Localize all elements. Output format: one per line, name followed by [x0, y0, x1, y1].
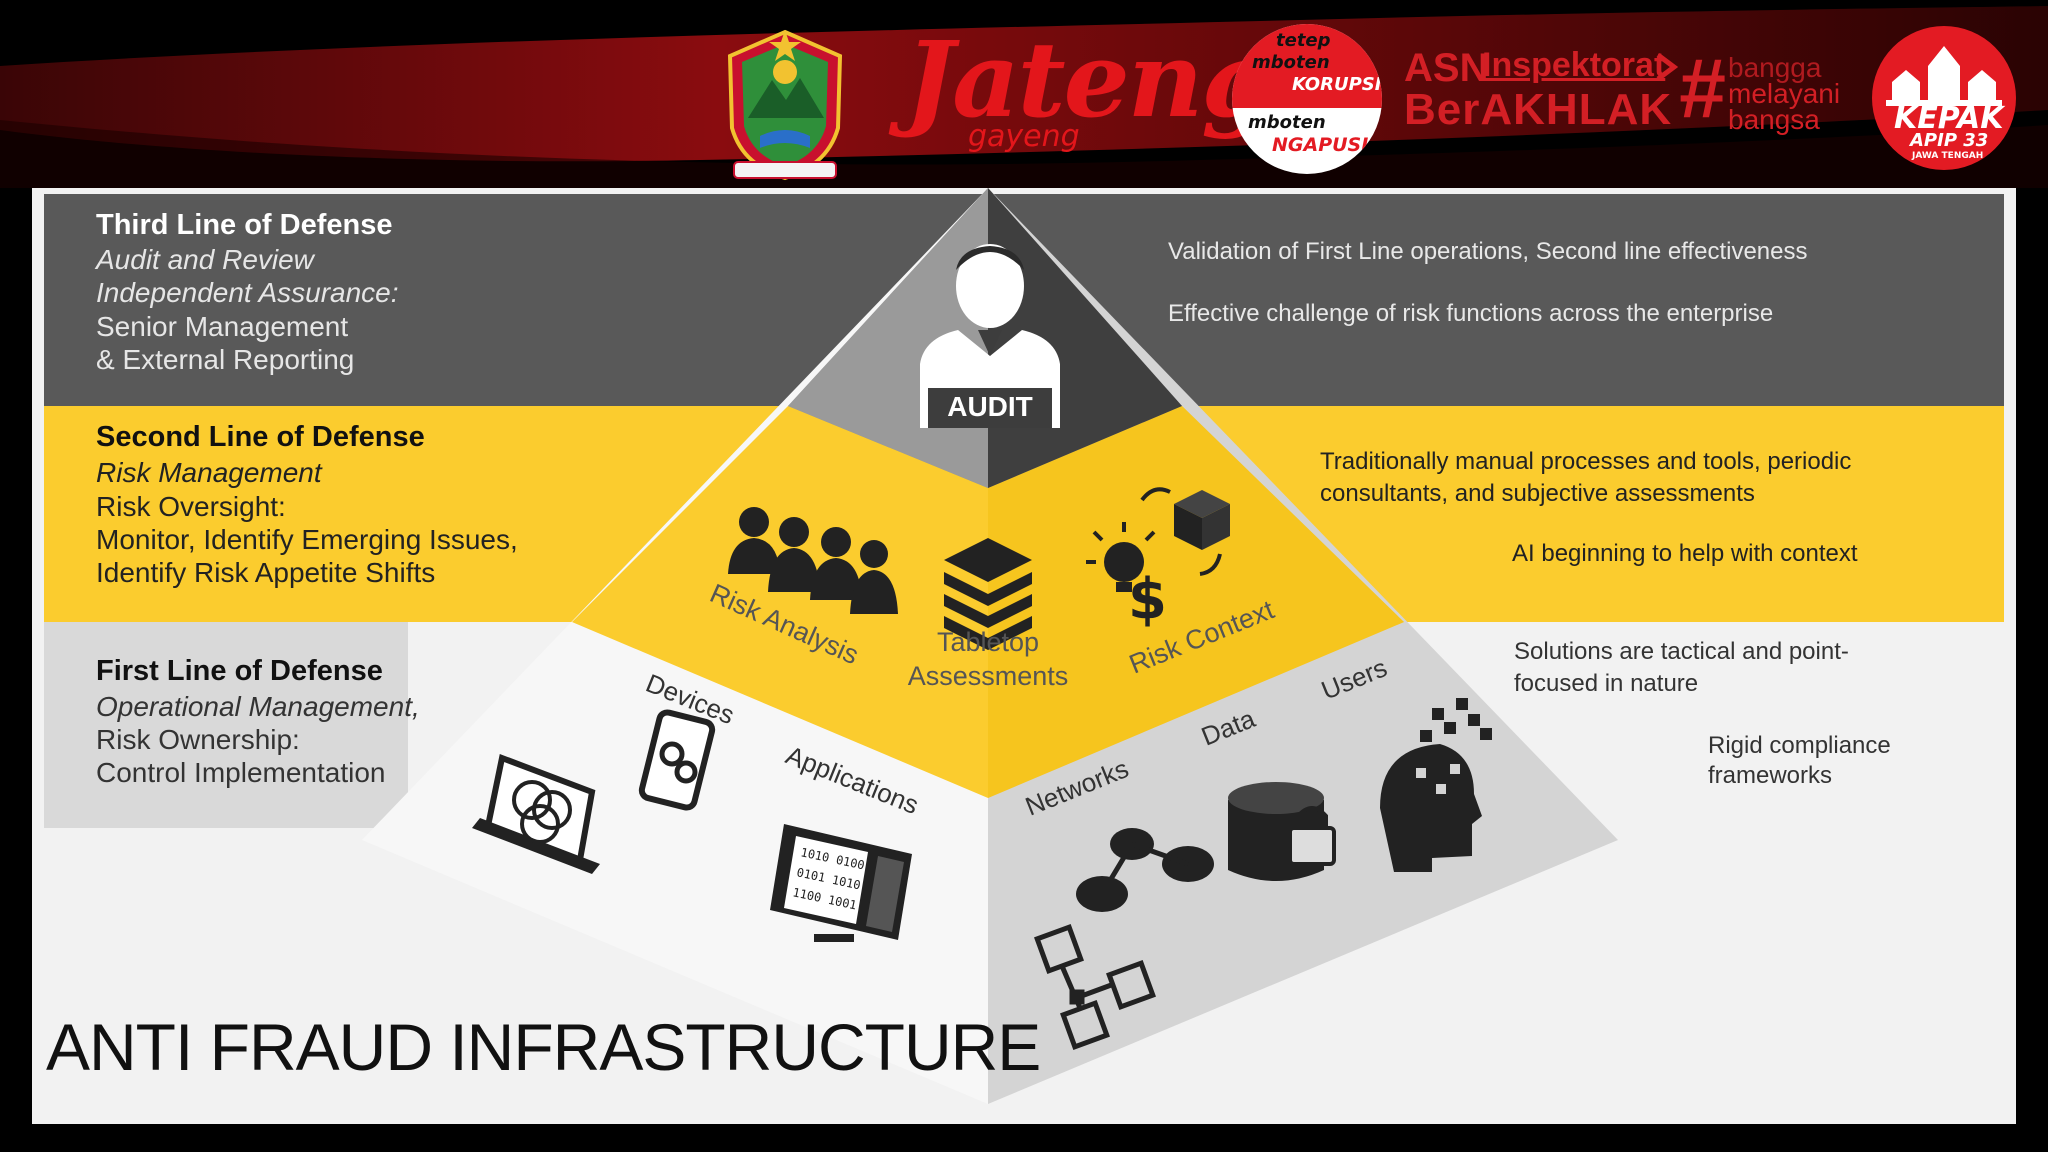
- berakhlak-wordmark: BerAKHLAK: [1404, 85, 1673, 134]
- first-line-title: First Line of Defense: [96, 655, 383, 687]
- audit-label: AUDIT: [947, 391, 1033, 422]
- stack-layers-icon: [944, 538, 1032, 650]
- dollar-icon: $: [1128, 567, 1167, 632]
- smartphone-icon: [638, 709, 716, 811]
- third-line-text-2: Senior Management: [96, 311, 349, 342]
- second-line-text-1: Risk Oversight:: [96, 491, 286, 522]
- gayeng-wordmark: gayeng: [968, 119, 1080, 154]
- tabletop-label-2: Assessments: [907, 661, 1069, 691]
- kepak-region: JAWA TENGAH: [1912, 151, 1984, 161]
- kepak-building-icon: [1886, 46, 2002, 106]
- arrow-curve-icon-2: [1199, 553, 1222, 576]
- first-line-text-2: Control Implementation: [96, 757, 386, 788]
- applications-monitor-icon: 1010 0100 0101 1010 1100 1001: [770, 824, 912, 942]
- second-desc-2: AI beginning to help with context: [1512, 540, 1858, 567]
- first-desc-2a: Rigid compliance: [1708, 732, 1891, 759]
- audit-person-icon: [920, 244, 1060, 428]
- defense-infographic-panel: $ 1010 0100 0101 1010 1100 1001: [32, 188, 2016, 1124]
- pyramid-graphic: $ 1010 0100 0101 1010 1100 1001: [44, 188, 2004, 1104]
- second-line-text-3: Identify Risk Appetite Shifts: [96, 557, 436, 588]
- user-pixel-head-icon: [1380, 698, 1492, 872]
- first-line-band: [44, 622, 408, 828]
- third-line-text-1: Independent Assurance:: [96, 277, 399, 308]
- third-desc-2: Effective challenge of risk functions ac…: [1168, 300, 1774, 327]
- third-desc-1: Validation of First Line operations, Sec…: [1168, 238, 1808, 265]
- first-desc-1a: Solutions are tactical and point-: [1514, 638, 1849, 665]
- header-banner: Jateng gayeng tetep mboten KORUPSI mbote…: [0, 0, 2048, 188]
- tabletop-label-1: Tabletop: [936, 627, 1040, 657]
- badge-top-text: tetep: [1276, 30, 1331, 51]
- first-line-text-1: Risk Ownership:: [96, 724, 300, 755]
- third-line-text-3: & External Reporting: [96, 344, 355, 375]
- database-lock-icon: [1228, 782, 1336, 881]
- cube-icon: [1174, 490, 1230, 550]
- asn-wordmark: ASN: [1404, 46, 1489, 90]
- jawa-tengah-crest-logo: [727, 29, 843, 181]
- second-desc-1a: Traditionally manual processes and tools…: [1320, 448, 1852, 475]
- laptop-icon: [472, 753, 600, 874]
- cloud-network-icon: [1076, 828, 1214, 912]
- people-group-icon: [728, 507, 898, 614]
- badge-bottom-text-1: mboten: [1248, 112, 1326, 133]
- page-title: ANTI FRAUD INFRASTRUCTURE: [46, 1010, 1041, 1084]
- red-wave-background: [0, 0, 2048, 188]
- kepak-subtitle: APIP 33: [1910, 130, 1989, 151]
- network-diagram-icon: [1034, 924, 1156, 1050]
- first-line-sub: Operational Management,: [96, 691, 420, 722]
- hashtag-mark: #: [1678, 41, 1725, 135]
- second-line-sub: Risk Management: [96, 457, 322, 488]
- anti-corruption-badge: tetep mboten KORUPSI mboten NGAPUSI: [1232, 24, 1382, 174]
- badge-mid-text: mboten: [1252, 52, 1330, 73]
- badge-korupsi-text: KORUPSI: [1292, 74, 1382, 95]
- first-desc-2b: frameworks: [1708, 762, 1833, 789]
- badge-bottom-text-2: NGAPUSI: [1272, 134, 1369, 156]
- lightbulb-icon: [1086, 522, 1156, 592]
- arrow-curve-icon: [1140, 487, 1171, 502]
- second-line-text-2: Monitor, Identify Emerging Issues,: [96, 524, 518, 555]
- inspektorat-wordmark: Inspektorat: [1482, 46, 1666, 84]
- third-line-title: Third Line of Defense: [96, 209, 393, 241]
- second-line-title: Second Line of Defense: [96, 421, 425, 453]
- second-desc-1b: consultants, and subjective assessments: [1320, 480, 1755, 507]
- pyramid-yellow-shade: [988, 406, 1404, 798]
- first-desc-1b: focused in nature: [1514, 670, 1699, 697]
- bangga-text-1: bangga: [1728, 52, 1822, 83]
- bangga-text-2: melayani: [1728, 78, 1841, 109]
- jateng-wordmark: Jateng: [905, 18, 1274, 141]
- third-line-sub: Audit and Review: [96, 244, 314, 275]
- kepak-title: KEPAK: [1894, 101, 2004, 136]
- chevron-right-icon: [1656, 53, 1679, 81]
- bangga-text-3: bangsa: [1728, 104, 1820, 135]
- kepak-apip-badge: KEPAK APIP 33 JAWA TENGAH: [1872, 26, 2016, 170]
